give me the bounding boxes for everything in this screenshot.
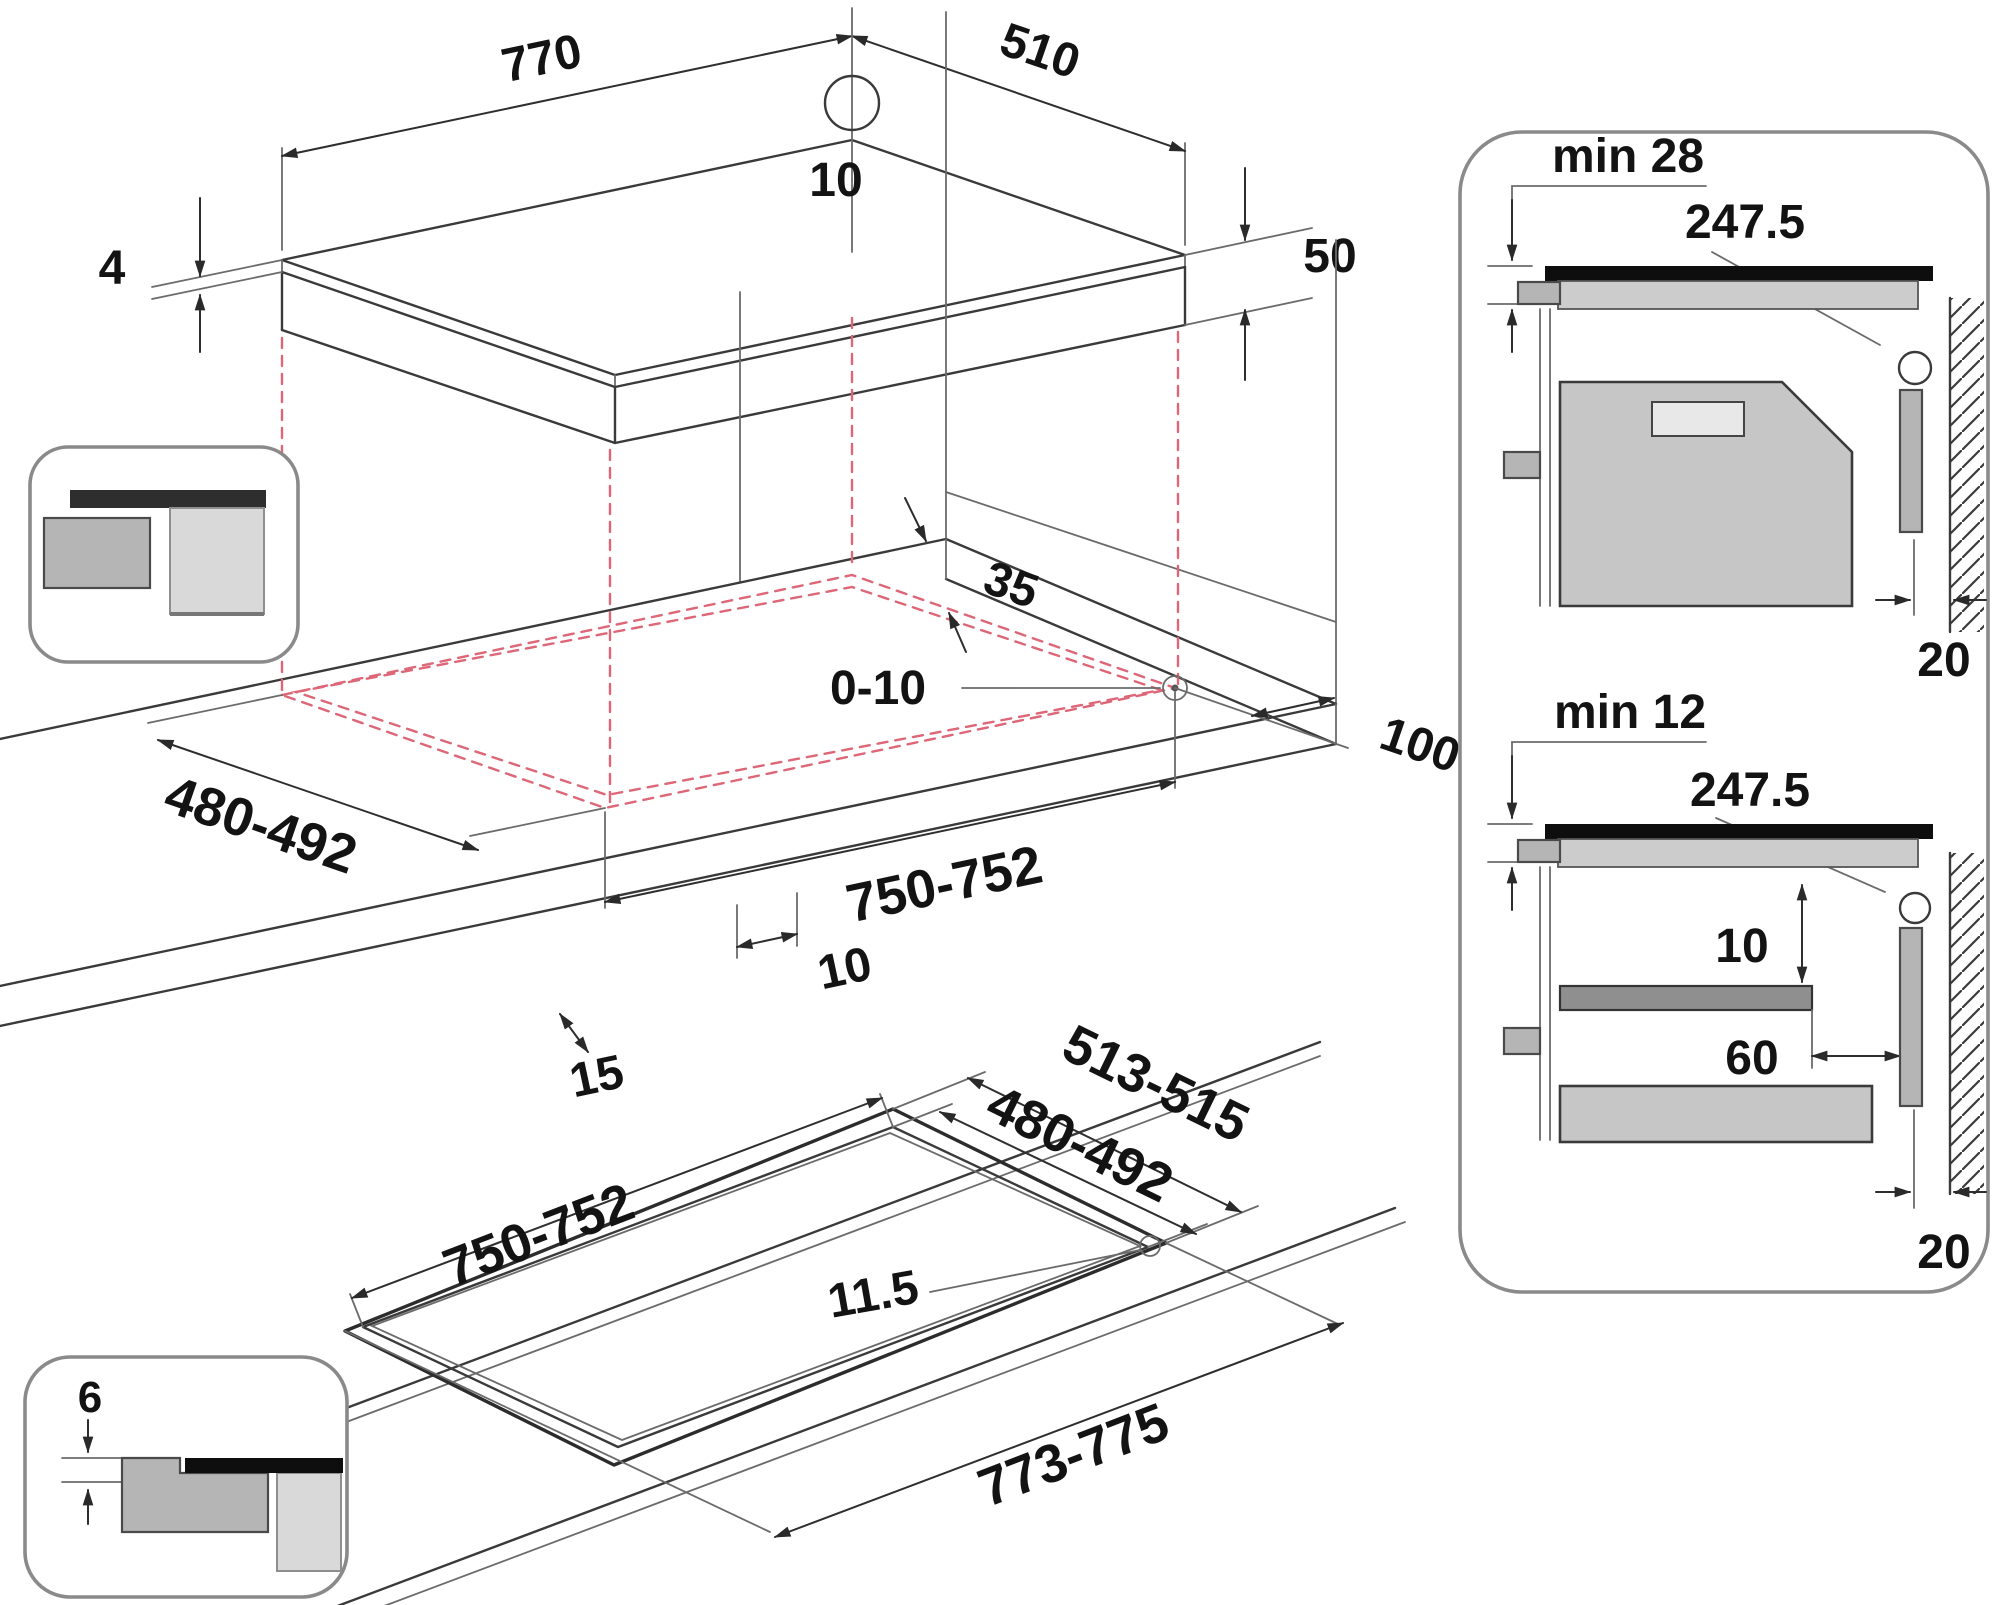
inset-cabinet-box-icon <box>169 507 265 615</box>
wall-spacer-bar-bottom <box>1898 926 1924 1108</box>
junction-circle-icon-top <box>1897 350 1933 386</box>
cable247-top-label: 247.5 <box>1685 196 1805 249</box>
dim-20t-label: 20 <box>1917 634 1970 687</box>
min28-bracket <box>1511 185 1707 205</box>
oven-clearance-section: min 28 247.5 20 <box>1487 130 1987 687</box>
flush-detail-inset: 6 <box>23 1355 349 1599</box>
dim-15-line <box>559 1012 589 1054</box>
cutout-outline-inner <box>291 585 1166 797</box>
dim-750b-line <box>350 1097 884 1299</box>
drawer-clearance-section: min 12 247.5 10 60 <box>1487 686 1987 1279</box>
dim-480b-line <box>938 1111 1198 1235</box>
dim-35-label: 35 <box>977 552 1045 619</box>
flush-recess-view: 750-752 513-515 480-492 11.5 773-775 <box>238 1013 1406 1605</box>
worktop-end-edge <box>944 537 1338 706</box>
dim-15-label: 15 <box>565 1045 628 1108</box>
dim-35-arrow-bottom <box>948 611 967 653</box>
dim-773-witness <box>344 1242 1341 1533</box>
cabinet-hinge-icon-top <box>1502 450 1542 480</box>
cabinet-side-bottom <box>1539 866 1551 1141</box>
min12-bracket <box>1511 741 1707 761</box>
min12-label: min 12 <box>1554 686 1706 739</box>
dim-773-line <box>773 1322 1345 1538</box>
dim-100-label: 100 <box>1374 707 1467 783</box>
dim-100-witness <box>1174 687 1349 749</box>
clamp-bracket-icon-bottom <box>1516 838 1562 864</box>
dim-10-line <box>735 932 799 949</box>
inset-hob-bar-icon <box>70 490 266 508</box>
hob-glass-sides <box>281 254 1186 388</box>
side-sections-panel: min 28 247.5 20 min <box>1458 130 1990 1294</box>
dim-750b-label: 750-752 <box>435 1172 642 1299</box>
dim-480-line <box>156 739 480 851</box>
junction-circle-icon-bottom <box>1898 891 1932 925</box>
hob-body-sides <box>280 265 1187 445</box>
inset-hob-body-icon <box>276 1472 342 1572</box>
clamp-bracket-icon-top <box>1516 280 1562 306</box>
dim-20b-label: 20 <box>1917 1226 1970 1279</box>
undercounter-inset <box>28 445 300 664</box>
dim-10s-label: 10 <box>1715 920 1768 973</box>
dim-770-line <box>280 33 854 159</box>
shelf-bar-icon <box>1558 984 1814 1012</box>
worktop-thickness-edges <box>945 538 1337 745</box>
dim-60-label: 60 <box>1725 1032 1778 1085</box>
section-worktop-bottom <box>1557 838 1919 868</box>
dim-770-label: 770 <box>497 25 586 93</box>
oven-vent-icon <box>1651 401 1745 437</box>
dim-50-label: 50 <box>1303 230 1356 283</box>
dim-480-label: 480-492 <box>157 764 364 885</box>
dim-11-label: 11.5 <box>824 1261 923 1329</box>
dim-750-label: 750-752 <box>841 834 1047 934</box>
dim-11-leader <box>929 1249 1141 1293</box>
dim-10-label: 10 <box>813 937 876 1000</box>
hob-glass-bottom-edge <box>280 265 1187 389</box>
cabinet-hinge-icon-bottom <box>1502 1026 1542 1056</box>
dim-773-label: 773-775 <box>970 1392 1177 1519</box>
dim-100-line <box>1250 696 1336 718</box>
drawer-bar-icon <box>1558 1084 1874 1144</box>
section-glass-top <box>1545 266 1933 281</box>
cable247-bottom-label: 247.5 <box>1690 764 1810 817</box>
section-worktop-top <box>1557 280 1919 310</box>
dim-hole-label: 10 <box>809 154 862 207</box>
dim-6-label: 6 <box>78 1373 102 1422</box>
dim-750-line <box>603 779 1177 905</box>
dim-4-witness <box>151 259 283 300</box>
worktop-front-edge <box>0 702 1338 988</box>
inset-glass-bar-icon <box>185 1458 343 1473</box>
wall-hatch-top <box>1950 298 1984 632</box>
inset-oven-box-icon <box>42 516 152 590</box>
hob-body-bottom-edge <box>280 323 1187 445</box>
wall-hatch-bottom <box>1950 853 1984 1194</box>
oven-body-icon <box>1558 380 1854 608</box>
dim-480-witness <box>147 694 606 837</box>
section-glass-bottom <box>1545 824 1933 839</box>
dim-0-10-label: 0-10 <box>830 662 926 715</box>
min28-label: min 28 <box>1552 130 1704 183</box>
dim-4-label: 4 <box>99 242 126 295</box>
dim-510-label: 510 <box>994 13 1087 89</box>
dim-10-witness <box>736 892 798 959</box>
wall-spacer-bar-top <box>1898 388 1924 534</box>
hole-marker-icon <box>823 74 881 132</box>
worktop-back-edge <box>0 537 948 741</box>
ledge-corner-icon <box>1139 1235 1161 1257</box>
hob-isometric-view: 770 510 10 4 50 <box>99 7 1357 445</box>
dim-50-witness <box>1184 227 1313 326</box>
dim-510-line <box>850 35 1187 152</box>
wall-base-line <box>945 491 1337 623</box>
dim-35-arrow-top <box>904 497 927 543</box>
hob-top-face <box>280 138 1187 377</box>
